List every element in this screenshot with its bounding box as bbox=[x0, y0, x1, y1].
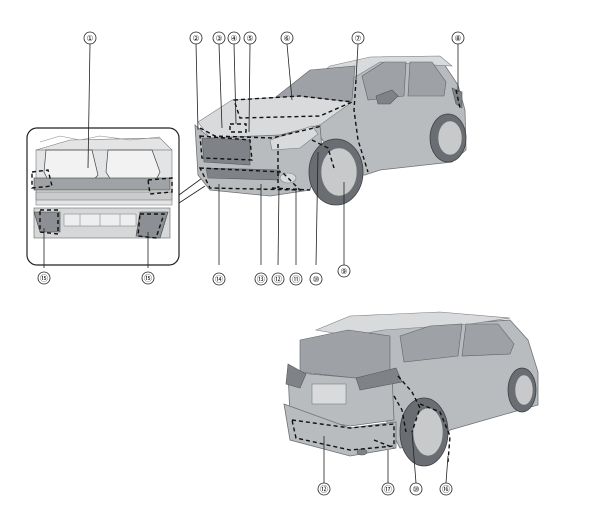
callout-9: ⑨ bbox=[337, 264, 351, 278]
svg-text:①: ① bbox=[86, 34, 93, 43]
rear-callouts: ⑫ ⑰ ⑩ ⑯ bbox=[317, 482, 453, 496]
dashed-hood-edge bbox=[199, 125, 323, 139]
callout-3: ③ bbox=[212, 31, 226, 45]
inset-dashed-deflector-right bbox=[137, 213, 165, 239]
callout-15-left: ⑮ bbox=[37, 271, 51, 285]
svg-text:⑰: ⑰ bbox=[384, 485, 392, 494]
rear-door-window bbox=[407, 61, 447, 97]
svg-text:⑩: ⑩ bbox=[412, 485, 419, 494]
rear-dashed-wheel-arch bbox=[393, 395, 407, 433]
rear-dashed-bumper bbox=[291, 419, 395, 451]
svg-text:⑩: ⑩ bbox=[312, 275, 319, 284]
rear-callout-12: ⑫ bbox=[317, 482, 331, 496]
rear-rim bbox=[437, 120, 463, 156]
front-leader-lines bbox=[43, 43, 459, 268]
inset-detail bbox=[26, 127, 206, 266]
svg-text:⑫: ⑫ bbox=[320, 485, 328, 494]
svg-text:⑧: ⑧ bbox=[454, 34, 461, 43]
svg-text:⑦: ⑦ bbox=[354, 34, 361, 43]
fog-light bbox=[279, 172, 297, 184]
rear-dashed-mudguard bbox=[419, 403, 451, 463]
dashed-grille bbox=[199, 135, 253, 161]
svg-text:②: ② bbox=[192, 34, 199, 43]
headlight bbox=[269, 125, 319, 151]
callout-1: ① bbox=[83, 31, 97, 45]
tail-light-left bbox=[285, 363, 307, 389]
rear-window bbox=[299, 329, 391, 379]
dashed-emblem bbox=[229, 123, 247, 133]
callout-7: ⑦ bbox=[351, 31, 365, 45]
dashed-hood bbox=[233, 95, 355, 119]
inset-dashed-left bbox=[31, 169, 53, 189]
svg-text:⑫: ⑫ bbox=[274, 275, 282, 284]
callout-15-right: ⑮ bbox=[141, 271, 155, 285]
svg-text:⑥: ⑥ bbox=[283, 34, 290, 43]
exhaust-pipe bbox=[356, 448, 368, 456]
dashed-fender-liner bbox=[311, 139, 335, 169]
svg-text:④: ④ bbox=[230, 34, 237, 43]
dashed-rear-marker bbox=[455, 89, 461, 109]
rear-side-window-2 bbox=[461, 323, 515, 357]
inset-pointer-bottom bbox=[178, 185, 206, 204]
callout-11: ⑪ bbox=[289, 272, 303, 286]
front-door-window bbox=[361, 61, 407, 101]
inset-dashed-right bbox=[147, 177, 173, 195]
rear-side-window-1 bbox=[399, 323, 463, 363]
dashed-under-cover bbox=[271, 187, 311, 191]
rear-leader-lines bbox=[323, 431, 449, 484]
rear-dashed-under-cover bbox=[373, 439, 395, 449]
tail-light-right bbox=[355, 367, 403, 391]
svg-text:③: ③ bbox=[215, 34, 222, 43]
inset-dashed-deflector-left bbox=[39, 209, 59, 235]
rear-dashed-fender-liner bbox=[397, 375, 421, 433]
rear-side-marker bbox=[451, 87, 463, 109]
front-vehicle bbox=[194, 55, 467, 206]
callout-6: ⑥ bbox=[280, 31, 294, 45]
svg-text:⑤: ⑤ bbox=[246, 34, 253, 43]
front-rim bbox=[320, 147, 358, 197]
callout-4: ④ bbox=[227, 31, 241, 45]
rear-callout-10: ⑩ bbox=[409, 482, 423, 496]
svg-text:⑬: ⑬ bbox=[257, 275, 265, 284]
callout-14: ⑭ bbox=[212, 272, 226, 286]
rear-vehicle bbox=[283, 311, 539, 467]
svg-text:⑯: ⑯ bbox=[442, 485, 450, 494]
svg-text:⑭: ⑭ bbox=[215, 275, 223, 284]
rear-view-rear-rim bbox=[412, 407, 444, 457]
callout-5: ⑤ bbox=[243, 31, 257, 45]
callout-10: ⑩ bbox=[309, 272, 323, 286]
dashed-pillar bbox=[353, 79, 369, 173]
svg-text:⑪: ⑪ bbox=[292, 275, 300, 284]
svg-text:⑮: ⑮ bbox=[144, 274, 152, 283]
rear-view-front-rim bbox=[514, 374, 534, 406]
inset-radiator bbox=[33, 135, 173, 206]
callout-8: ⑧ bbox=[451, 31, 465, 45]
callout-2: ② bbox=[189, 31, 203, 45]
license-plate-area bbox=[311, 383, 347, 405]
svg-text:⑨: ⑨ bbox=[340, 267, 347, 276]
callout-12: ⑫ bbox=[271, 272, 285, 286]
callout-13: ⑬ bbox=[254, 272, 268, 286]
side-mirror bbox=[375, 89, 399, 105]
inset-pointer-top bbox=[178, 175, 206, 196]
svg-text:⑮: ⑮ bbox=[40, 274, 48, 283]
front-callouts: ① ② ③ ④ ⑤ ⑥ ⑦ ⑧ bbox=[37, 31, 465, 286]
rear-callout-16: ⑯ bbox=[439, 482, 453, 496]
front-grille bbox=[201, 137, 251, 166]
rear-callout-17: ⑰ bbox=[381, 482, 395, 496]
